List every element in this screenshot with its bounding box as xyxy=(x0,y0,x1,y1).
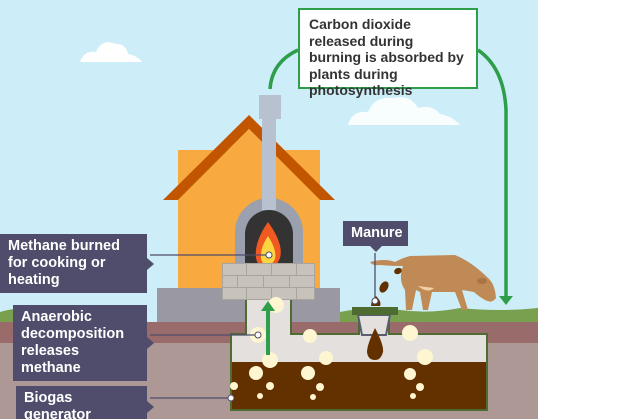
label-methane-burned: Methane burned for cooking or heating xyxy=(0,234,154,293)
chimney xyxy=(262,110,276,210)
chimney-cap xyxy=(259,95,281,119)
brick-base xyxy=(222,263,315,300)
label-anaerobic-decomposition: Anaerobic decomposition releases methane xyxy=(13,305,154,381)
label-manure: Manure xyxy=(343,221,408,252)
cloud xyxy=(348,97,460,125)
house-roof xyxy=(163,115,335,200)
gas-chamber xyxy=(232,300,486,362)
co2-arrow-right xyxy=(476,48,508,296)
manure-drop xyxy=(367,328,384,360)
co2-callout: Carbon dioxide released during burning i… xyxy=(298,8,478,98)
arrowhead-icon xyxy=(499,296,513,305)
inlet-cover xyxy=(352,307,398,315)
cloud xyxy=(80,42,142,62)
pointer-dots xyxy=(227,251,379,402)
co2-arrow-left xyxy=(268,48,299,90)
gas-bubbles xyxy=(230,297,433,400)
cow xyxy=(370,255,496,310)
slurry xyxy=(232,362,486,409)
leader-lines xyxy=(150,253,376,399)
label-biogas-generator: Biogas generator xyxy=(16,386,154,419)
